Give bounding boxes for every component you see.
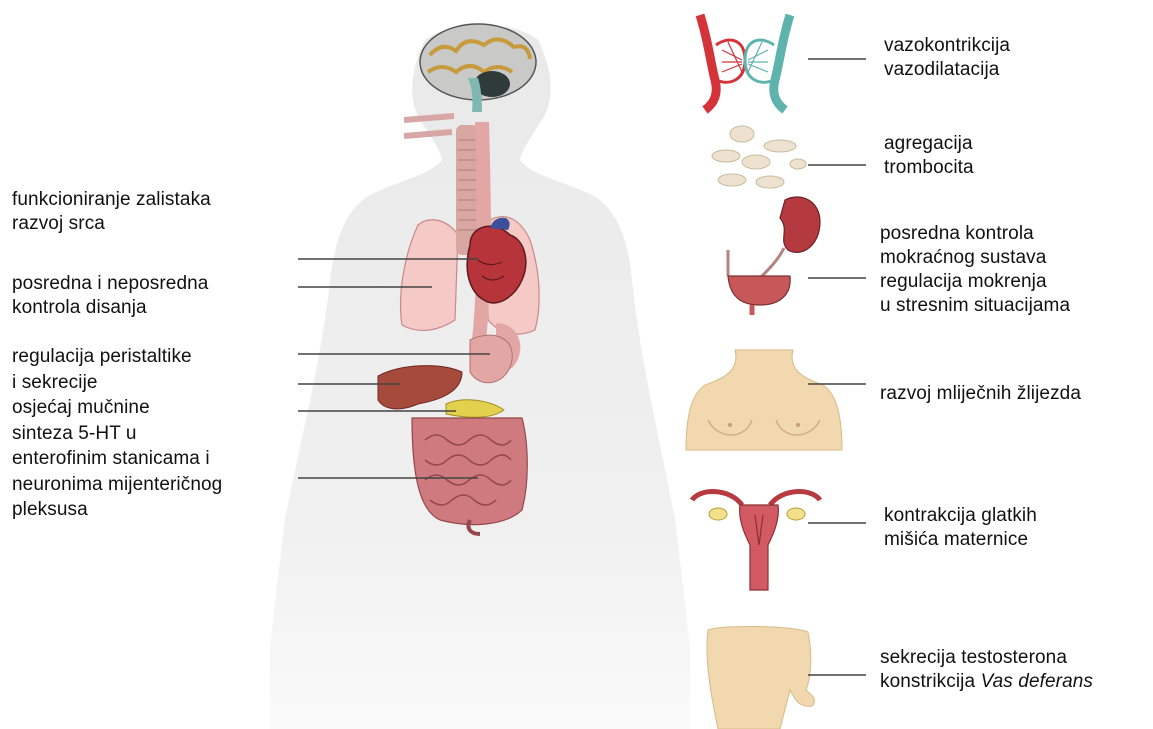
label-uterus: kontrakcija glatkih mišića maternice bbox=[884, 504, 1037, 552]
label-urinary: posredna kontrola mokraćnog sustava regu… bbox=[880, 222, 1070, 318]
kidney-bladder-illustration bbox=[728, 197, 820, 315]
label-testes: sekrecija testosterona konstrikcija Vas … bbox=[880, 646, 1093, 694]
label-heart: funkcioniranje zalistaka razvoj srca bbox=[12, 188, 211, 236]
chest-illustration bbox=[686, 350, 842, 450]
male-body-illustration bbox=[707, 626, 815, 729]
label-digestive: regulacija peristaltike i sekrecije osje… bbox=[12, 344, 222, 523]
blood-vessels-illustration bbox=[700, 15, 790, 110]
label-platelets: agregacija trombocita bbox=[884, 132, 974, 180]
platelets-illustration bbox=[712, 126, 806, 188]
label-blood-vessels: vazokontrikcija vazodilatacija bbox=[884, 34, 1010, 82]
uterus-illustration bbox=[692, 492, 820, 590]
label-lungs: posredna i neposredna kontrola disanja bbox=[12, 272, 208, 320]
label-mammary: razvoj mliječnih žlijezda bbox=[880, 382, 1081, 406]
